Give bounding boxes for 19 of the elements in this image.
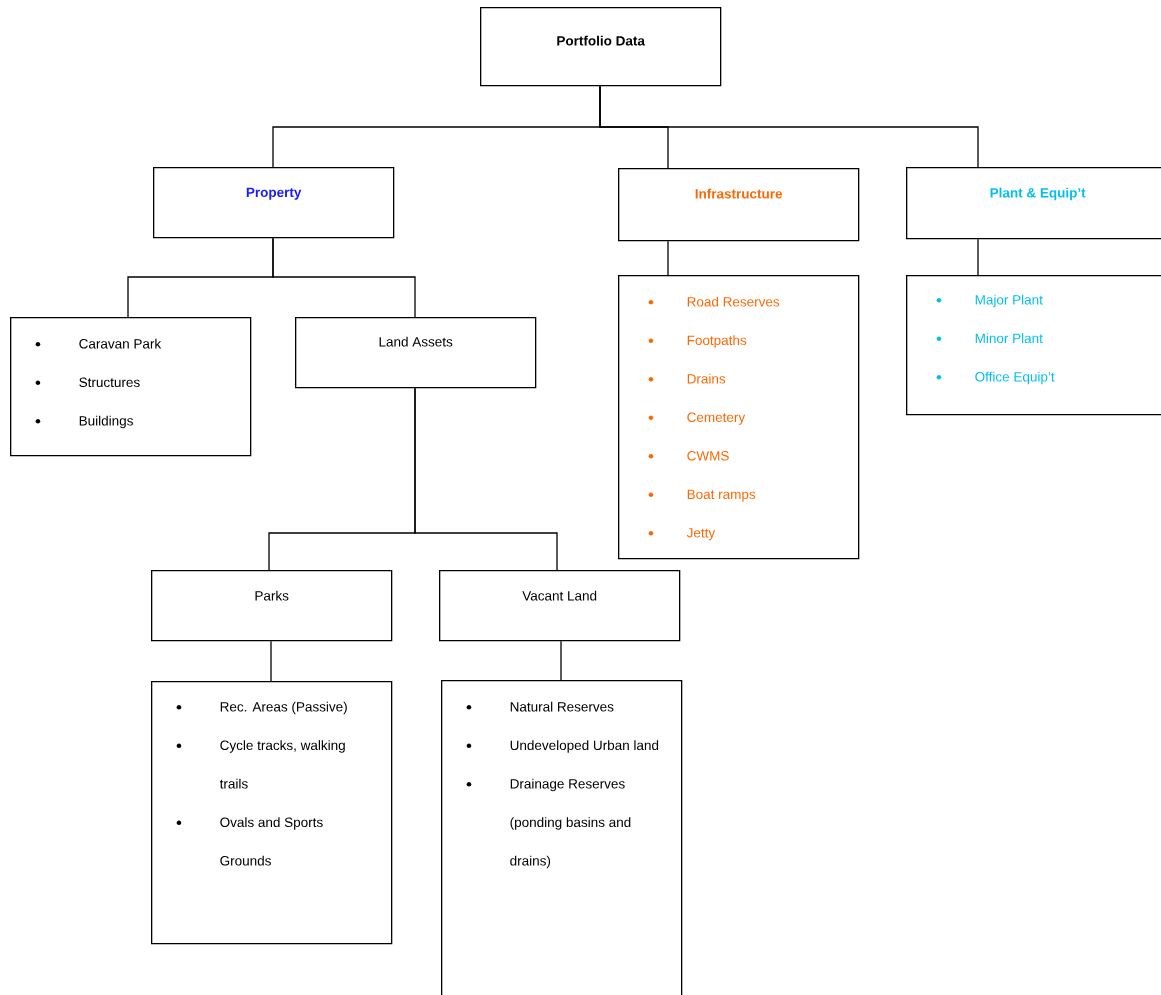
- connector-line: [977, 238, 979, 276]
- category-box: Parks: [151, 570, 393, 642]
- title-box: Portfolio Data: [480, 7, 722, 87]
- category-box: Vacant Land: [439, 570, 681, 642]
- connector-line: [667, 240, 669, 276]
- title-box: Infrastructure: [618, 168, 860, 242]
- bullet-list-box: Rec. Areas (Passive) Cycle tracks, walking trails Ovals and Sports Grounds: [151, 681, 393, 945]
- connector-line: [270, 640, 272, 682]
- bullet-list-box: Caravan Park Structures Buildings: [10, 317, 252, 457]
- bullet-list-box: Natural Reserves Undeveloped Urban land Drainage Reserves (ponding basins and drains): [441, 680, 683, 995]
- title-box: Property: [153, 167, 395, 239]
- connector-line: [599, 85, 979, 168]
- bullet-list-box: Road Reserves Footpaths Drains Cemetery CWMS Boat ramps Jetty: [618, 275, 860, 560]
- connector-line: [414, 387, 558, 571]
- connector-line: [272, 237, 416, 318]
- title-box: Plant & Equip’t: [906, 167, 1161, 240]
- category-box: Land Assets: [295, 317, 537, 389]
- bullet-list-box: Major Plant Minor Plant Office Equip’t: [906, 275, 1161, 416]
- connector-line: [560, 640, 562, 681]
